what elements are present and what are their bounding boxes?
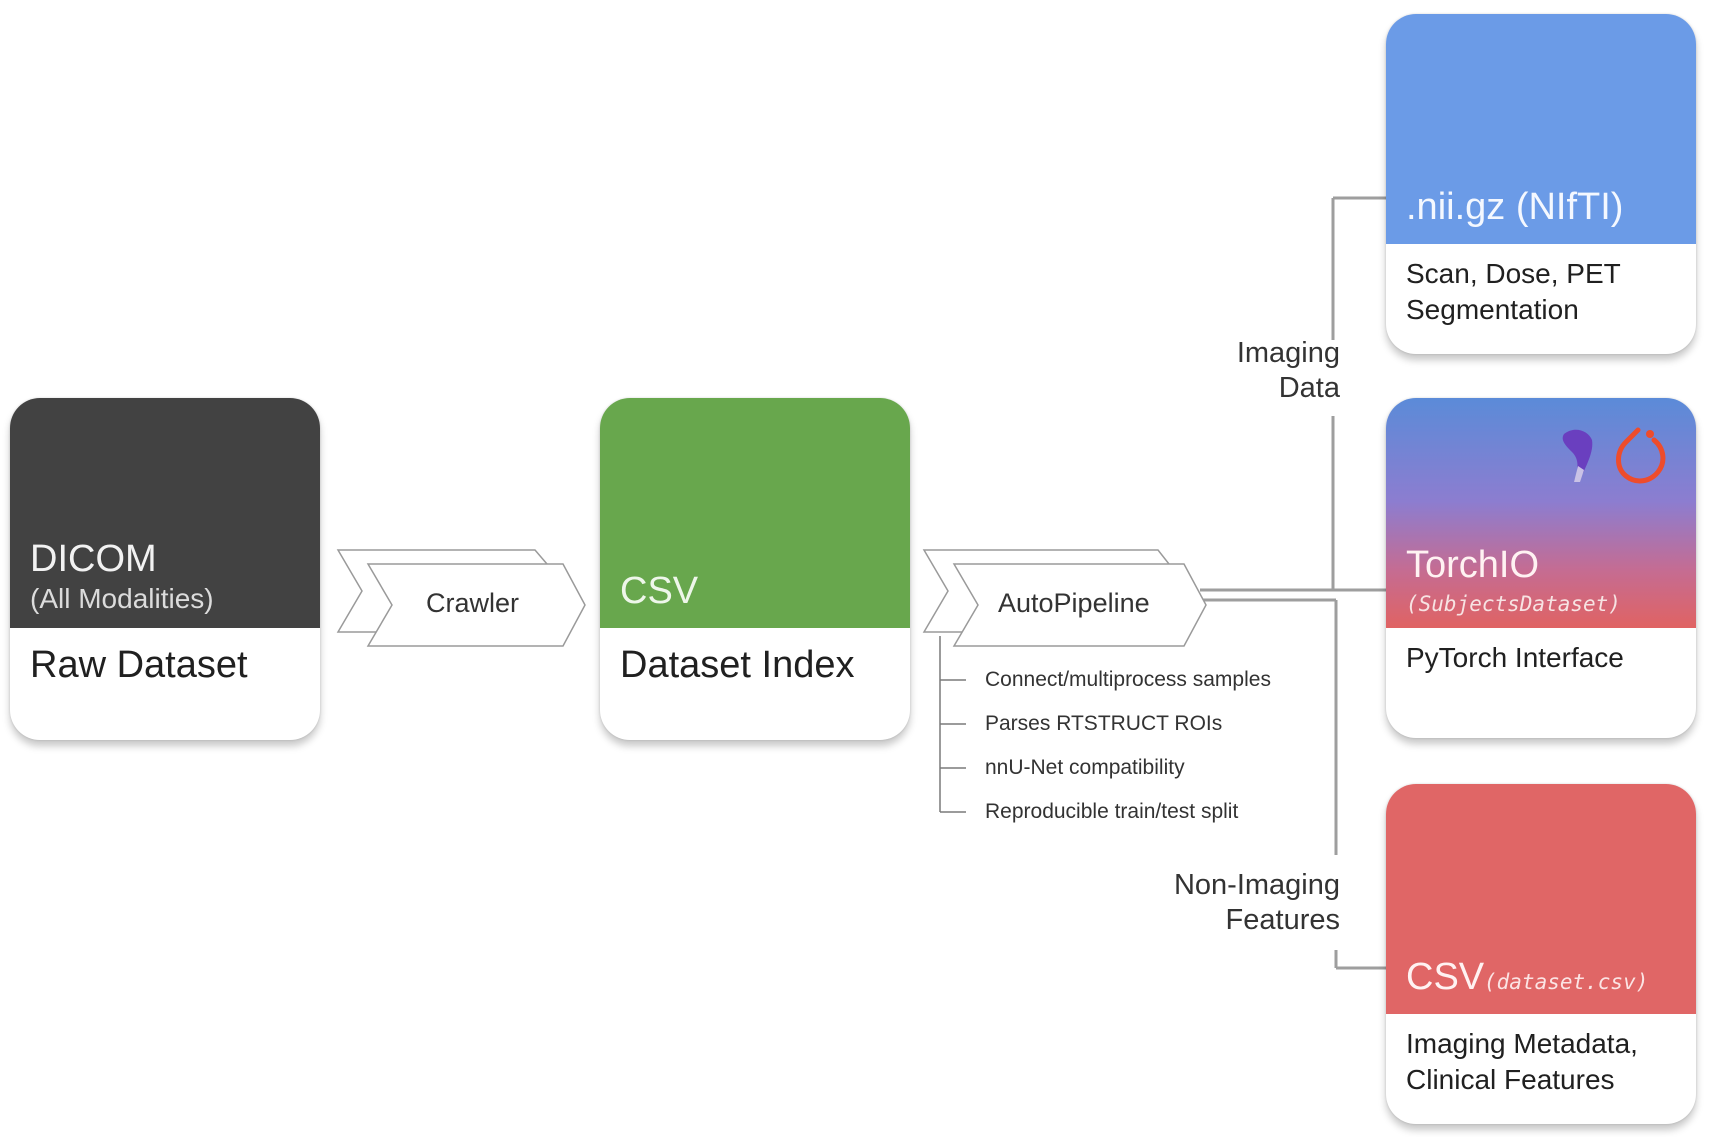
nifti-caption-line: Segmentation xyxy=(1406,294,1579,325)
nifti-title: .nii.gz (NIfTI) xyxy=(1406,186,1624,228)
csv-output-subtitle: (dataset.csv) xyxy=(1484,970,1649,994)
raw-dataset-caption: Raw Dataset xyxy=(30,644,248,686)
torchio-card: TorchIO (SubjectsDataset) PyTorch Interf… xyxy=(1386,398,1696,738)
crawler-chevron xyxy=(336,549,586,647)
non-imaging-label-line: Features xyxy=(1225,904,1340,936)
nifti-caption: Scan, Dose, PET Segmentation xyxy=(1406,256,1621,328)
autopipeline-step-label: AutoPipeline xyxy=(998,588,1150,618)
csv-output-card: CSV (dataset.csv) Imaging Metadata, Clin… xyxy=(1386,784,1696,1124)
nifti-caption-line: Scan, Dose, PET xyxy=(1406,258,1621,289)
non-imaging-label-line: Non-Imaging xyxy=(1173,869,1340,901)
feature-item: Connect/multiprocess samples xyxy=(985,668,1271,691)
raw-dataset-subtitle: (All Modalities) xyxy=(30,583,214,614)
csv-output-title: CSV xyxy=(1406,956,1485,998)
autopipeline-feature-tree xyxy=(939,636,966,813)
dataset-index-card: CSV Dataset Index xyxy=(600,398,910,740)
dataset-index-header: CSV xyxy=(600,398,910,628)
raw-dataset-header: DICOM (All Modalities) xyxy=(10,398,320,628)
feature-item: nnU-Net compatibility xyxy=(985,756,1185,779)
nifti-card: .nii.gz (NIfTI) Scan, Dose, PET Segmenta… xyxy=(1386,14,1696,354)
torchio-caption: PyTorch Interface xyxy=(1406,642,1624,673)
feature-item: Parses RTSTRUCT ROIs xyxy=(985,712,1223,735)
csv-output-caption-line: Clinical Features xyxy=(1406,1064,1615,1095)
dataset-index-title: CSV xyxy=(620,570,699,612)
torchio-title: TorchIO xyxy=(1406,544,1540,586)
nifti-header: .nii.gz (NIfTI) xyxy=(1386,14,1696,244)
csv-output-caption: Imaging Metadata, Clinical Features xyxy=(1406,1026,1638,1098)
torchio-header: TorchIO (SubjectsDataset) xyxy=(1386,398,1696,628)
raw-dataset-card: DICOM (All Modalities) Raw Dataset xyxy=(10,398,320,740)
imaging-data-label: Imaging Data xyxy=(1180,336,1340,406)
pytorch-logo-icon xyxy=(1614,426,1666,491)
torchio-logo-icon xyxy=(1558,426,1598,489)
autopipeline-chevron xyxy=(922,549,1207,647)
feature-item: Reproducible train/test split xyxy=(985,800,1239,823)
csv-output-caption-line: Imaging Metadata, xyxy=(1406,1028,1638,1059)
raw-dataset-title: DICOM xyxy=(30,538,157,580)
imaging-label-line: Data xyxy=(1278,372,1340,404)
crawler-step-label: Crawler xyxy=(426,588,520,618)
non-imaging-features-label: Non-Imaging Features xyxy=(1120,868,1340,938)
imaging-label-line: Imaging xyxy=(1236,337,1340,369)
csv-output-header: CSV (dataset.csv) xyxy=(1386,784,1696,1014)
dataset-index-caption: Dataset Index xyxy=(620,644,855,686)
torchio-subtitle: (SubjectsDataset) xyxy=(1406,592,1621,616)
